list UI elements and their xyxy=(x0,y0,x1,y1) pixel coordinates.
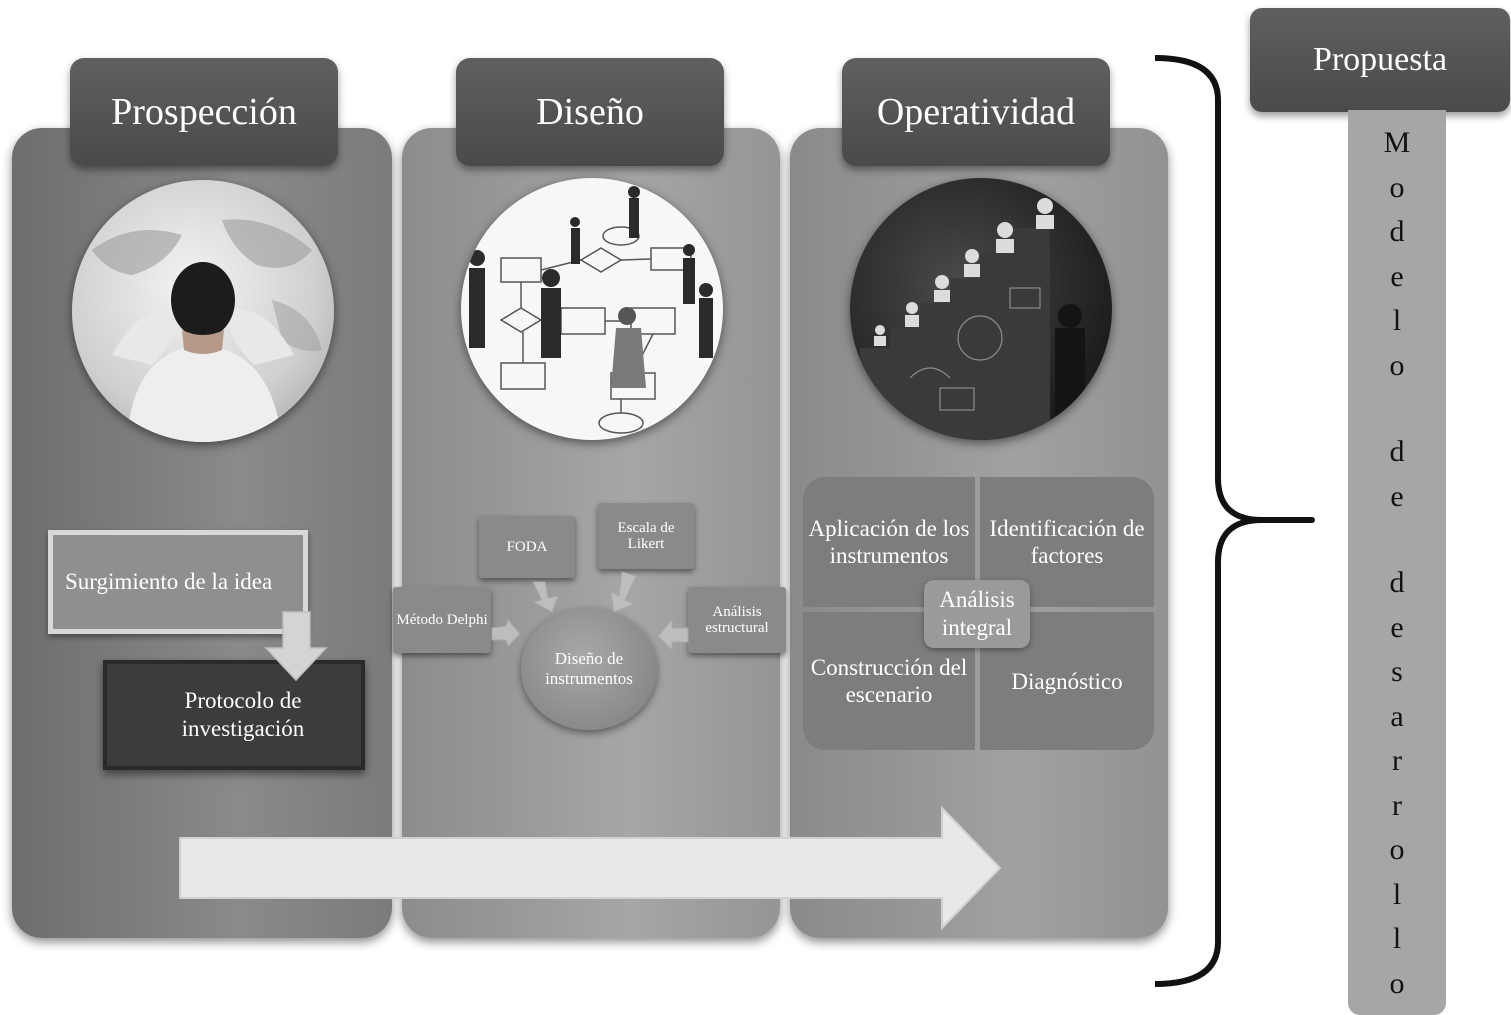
vertical-letter: e xyxy=(1390,479,1404,513)
right-brace xyxy=(1154,55,1315,987)
vertical-letter: M xyxy=(1383,126,1411,159)
analisis-estructural-box: Análisis estructural xyxy=(688,587,786,653)
operatividad-header: Operatividad xyxy=(842,58,1110,166)
vertical-letter: d xyxy=(1389,215,1405,248)
construccion-escenario-quadrant: Construcción del escenario xyxy=(803,612,975,750)
vertical-letter: l xyxy=(1392,922,1402,955)
vertical-letter: l xyxy=(1392,304,1402,337)
vertical-letter: r xyxy=(1392,788,1402,822)
vertical-letter: a xyxy=(1390,699,1404,733)
vertical-letter: l xyxy=(1392,877,1402,911)
propuesta-header: Propuesta xyxy=(1250,8,1510,112)
escala-likert-box: Escala de Likert xyxy=(598,503,694,569)
analisis-integral-box: Análisis integral xyxy=(924,580,1030,648)
vertical-letter: d xyxy=(1389,566,1405,599)
diseno-instrumentos-circle: Diseño de instrumentos xyxy=(521,608,657,730)
vertical-letter: o xyxy=(1389,170,1405,204)
vertical-letter: o xyxy=(1389,348,1405,382)
person-thinking-photo xyxy=(72,180,334,442)
protocolo-investigacion-box: Protocolo de investigación xyxy=(103,660,365,770)
flowchart-people-photo xyxy=(461,178,723,440)
vertical-letter: o xyxy=(1389,966,1405,1000)
vertical-letter: s xyxy=(1391,655,1403,688)
vertical-letter: r xyxy=(1392,744,1402,777)
vertical-letter: d xyxy=(1389,435,1405,468)
stairs-people-photo xyxy=(850,178,1112,440)
vertical-letter: e xyxy=(1390,610,1404,644)
metodo-delphi-box: Método Delphi xyxy=(393,587,491,653)
vertical-letter: o xyxy=(1389,833,1405,866)
foda-box: FODA xyxy=(479,516,575,578)
vertical-letter: e xyxy=(1390,259,1404,293)
diseno-header: Diseño xyxy=(456,58,724,166)
surgimiento-idea-box: Surgimiento de la idea xyxy=(48,530,308,634)
prospeccion-header: Prospección xyxy=(70,58,338,166)
